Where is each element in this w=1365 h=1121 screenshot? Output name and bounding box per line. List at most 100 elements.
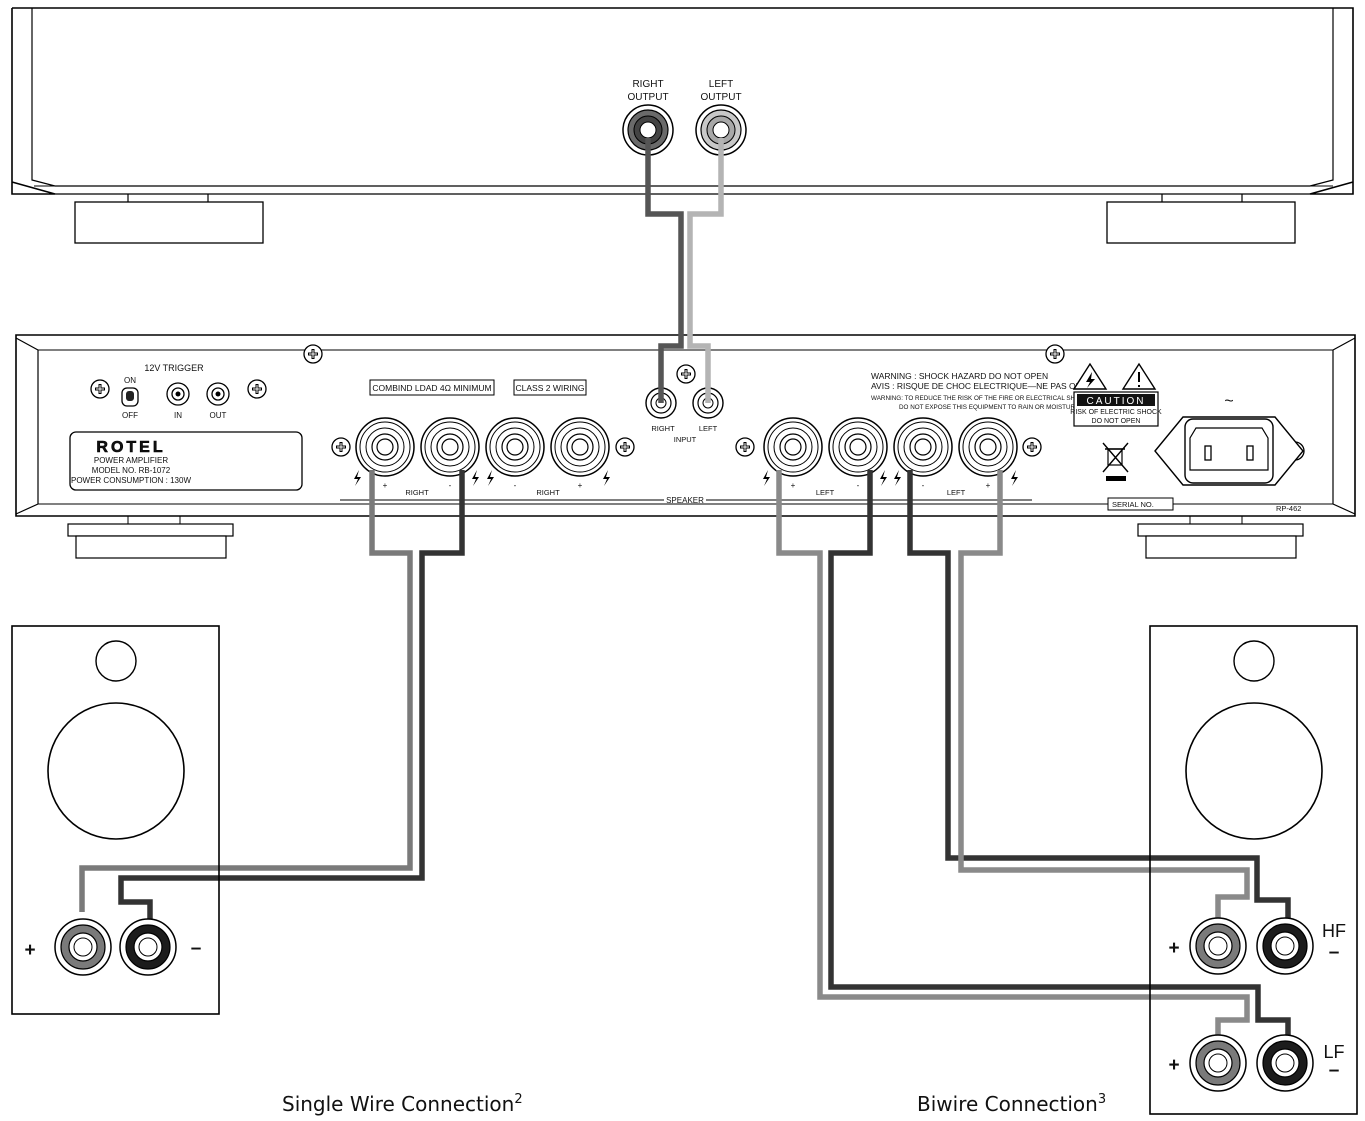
trigger-switch[interactable] [121,387,139,407]
trigger-on-label: ON [124,376,136,385]
shock-icon [894,470,901,486]
right-minus-sign-2: - [514,481,517,490]
left-minus-terminal[interactable] [828,417,888,477]
single-wire-caption: Single Wire Connection2 [282,1092,523,1116]
shock-icon [1011,470,1018,486]
speaker-minus-label: – [191,938,202,959]
shock-icon [472,470,479,486]
left-plus-sign: + [791,481,796,490]
left-interconnect [687,138,724,403]
cables [79,138,1291,1040]
right-minus-sign: - [449,481,452,490]
biwire-caption: Biwire Connection3 [917,1092,1106,1116]
single-minus-wire [118,470,465,930]
lf-plus-label: + [1168,1055,1179,1076]
warning-line-3: WARNING: TO REDUCE THE RISK OF THE FIRE … [871,395,1091,402]
shock-icon [354,470,361,486]
speaker-plus-label: + [24,940,35,961]
trigger-out-jack[interactable] [206,382,230,406]
left-output-label-1: LEFT [709,79,733,90]
hf-plus-label: + [1168,938,1179,959]
screw-icon [734,436,756,458]
shock-icon [487,470,494,486]
right-plus-sign: + [383,481,388,490]
power-amplifier: 12V TRIGGER ON OFF IN OUT ROTEL POWER AM… [15,334,1356,559]
hf-minus-wire [907,470,1291,918]
warning-line-4: DO NOT EXPOSE THIS EQUIPMENT TO RAIN OR … [899,404,1081,411]
source-foot-left [74,201,264,244]
info-line-2: MODEL NO. RB-1072 [92,466,171,475]
ac-symbol: ~ [1224,393,1233,410]
hf-minus-label: – [1329,942,1340,963]
screw-icon [246,378,268,400]
rotel-logo: ROTEL [96,439,165,456]
caution-line-2: DO NOT OPEN [1092,418,1141,425]
caution-label: CAUTION RISK OF ELECTRIC SHOCK DO NOT OP… [1070,362,1162,427]
combined-load-label: COMBIND LDAD 4Ω MINIMUM [372,383,491,393]
screw-icon [1021,436,1043,458]
biwire-footnote: 3 [1098,1092,1106,1107]
speaker-minus-terminal[interactable] [119,918,177,976]
hf-label: HF [1322,921,1346,941]
tweeter [95,640,137,682]
warning-line-1: WARNING : SHOCK HAZARD DO NOT OPEN [871,371,1048,381]
lf-label: LF [1323,1042,1344,1062]
right-output-jack[interactable] [622,104,674,156]
left-minus-sign: - [857,481,860,490]
hf-plus-wire [958,470,1250,918]
lf-minus-wire [828,470,1291,1040]
left-minus-sign-2: - [922,481,925,490]
caution-line-1: RISK OF ELECTRIC SHOCK [1070,409,1162,416]
single-plus-wire [79,470,413,912]
screw-icon [330,436,352,458]
serial-label: SERIAL NO. [1112,500,1154,509]
left-plus-terminal[interactable] [763,417,823,477]
screw-icon [675,363,697,385]
hf-minus-terminal[interactable] [1256,917,1314,975]
ac-power-inlet[interactable] [1154,416,1304,486]
source-foot-right [1106,201,1296,244]
screw-icon [1044,343,1066,365]
weee-bin-icon [1102,442,1129,481]
left-output-label-2: OUTPUT [700,92,741,103]
warning-line-2: AVIS : RISQUE DE CHOC ELECTRIQUE—NE PAS … [871,381,1102,391]
caution-title: CAUTION [1087,396,1146,407]
left-minus-terminal-2[interactable] [893,417,953,477]
input-right-label: RIGHT [651,424,675,433]
right-plus-terminal[interactable] [355,417,415,477]
trigger-out-label: OUT [210,411,227,420]
trigger-in-label: IN [174,411,182,420]
hf-plus-terminal[interactable] [1189,917,1247,975]
biwire-caption-text: Biwire Connection [917,1092,1098,1116]
class2-label: CLASS 2 WIRING [516,383,585,393]
lf-minus-terminal[interactable] [1256,1034,1314,1092]
rp-label: RP-462 [1276,504,1301,513]
left-output-jack[interactable] [695,104,747,156]
shock-icon [603,470,610,486]
input-left-label: LEFT [699,424,718,433]
lf-plus-wire [776,470,1250,1040]
right-plus-terminal-2[interactable] [550,417,610,477]
right-minus-terminal[interactable] [420,417,480,477]
info-line-3: POWER CONSUMPTION : 130W [71,476,191,485]
right-minus-terminal-2[interactable] [485,417,545,477]
amp-foot-left [67,516,234,559]
shock-icon [763,470,770,486]
model-plate: ROTEL POWER AMPLIFIER MODEL NO. RB-1072 … [69,431,303,491]
left-plus-terminal-2[interactable] [958,417,1018,477]
woofer [47,702,185,840]
right-plus-sign-2: + [578,481,583,490]
trigger-title: 12V TRIGGER [144,363,204,373]
lf-plus-terminal[interactable] [1189,1034,1247,1092]
left-pair-label-2: LEFT [947,488,966,497]
right-pair-label-1: RIGHT [405,488,429,497]
input-title: INPUT [674,435,697,444]
info-line-1: POWER AMPLIFIER [94,456,168,465]
shock-icon [880,470,887,486]
trigger-in-jack[interactable] [166,382,190,406]
biwire-speaker: + HF – + LF – [1149,625,1358,1115]
source-component: RIGHT OUTPUT LEFT OUTPUT [11,7,1354,244]
speaker-plus-terminal[interactable] [54,918,112,976]
left-pair-label-1: LEFT [816,488,835,497]
